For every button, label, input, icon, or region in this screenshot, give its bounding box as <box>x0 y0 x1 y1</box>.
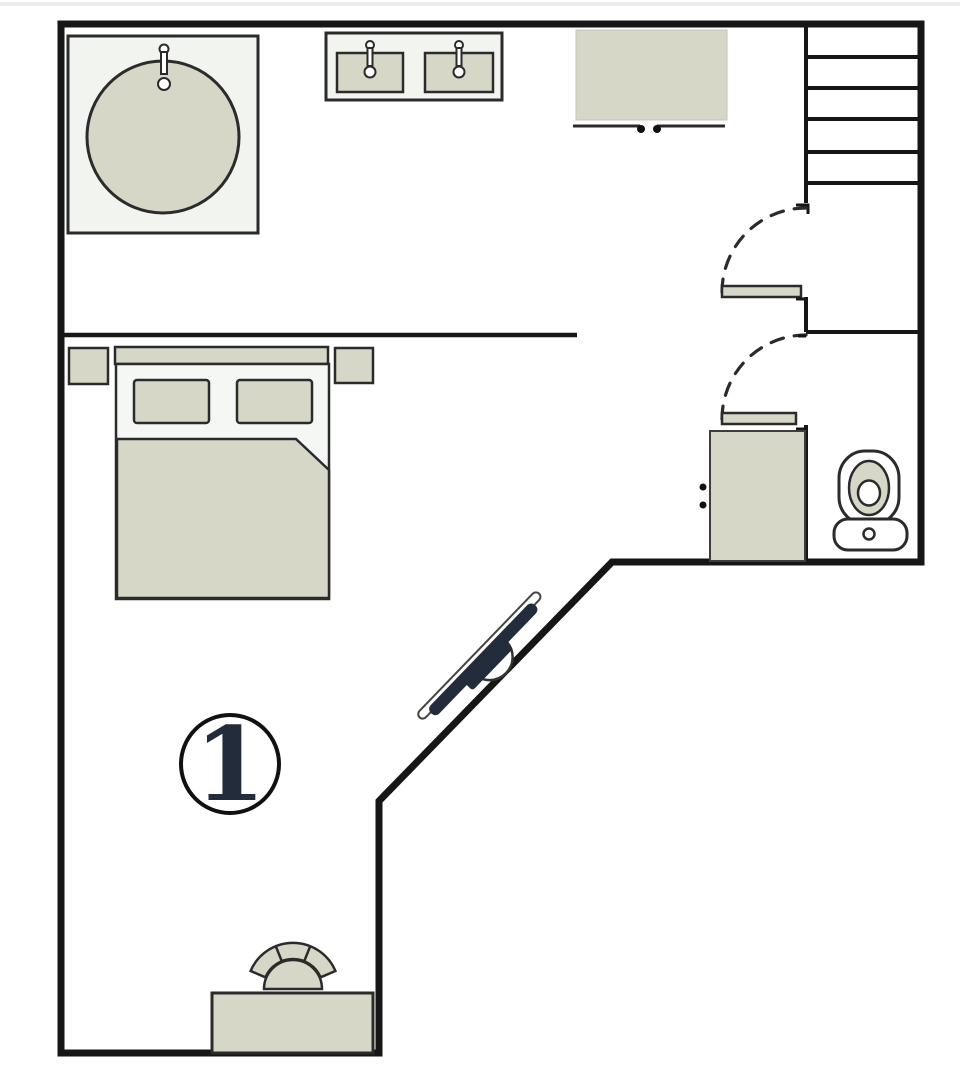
double-bed <box>113 345 331 601</box>
toilet-seat-inner <box>856 479 882 507</box>
faucet-stem <box>455 47 463 67</box>
wardrobe-body <box>575 29 728 121</box>
bathtub-faucet-stem <box>160 51 168 75</box>
chair-backrest-divider <box>303 945 312 962</box>
closet-knob <box>699 501 707 509</box>
bed-duvet <box>115 437 331 600</box>
closet-knob <box>699 483 707 491</box>
outer-wall <box>57 20 925 1057</box>
room-number-marker: 1 <box>179 705 281 825</box>
desk <box>210 991 375 1055</box>
bathroom-closet <box>699 430 806 562</box>
swing-door-lower <box>720 333 808 431</box>
bed-headboard <box>113 345 330 366</box>
chair-seat <box>262 958 324 991</box>
room-number-label: 1 <box>195 705 266 825</box>
sliding-door-wardrobe <box>573 29 728 133</box>
double-sink-vanity <box>324 31 504 102</box>
pillow-left <box>132 378 211 425</box>
marker-circle <box>179 713 281 815</box>
staircase <box>796 24 921 214</box>
closet-body <box>709 430 806 562</box>
bathtub-faucet-spout <box>157 77 171 91</box>
tv-bracket <box>461 638 512 690</box>
faucet-stem <box>366 47 374 67</box>
round-bathtub <box>66 34 260 235</box>
toilet <box>832 449 909 552</box>
page-edge-artifact <box>0 2 960 6</box>
chair-backrest-divider <box>274 945 283 962</box>
door-leaf <box>720 284 803 299</box>
door-jamb <box>796 203 810 214</box>
wardrobe-knob <box>653 125 661 133</box>
swing-door-upper <box>720 206 808 332</box>
faucet-spout <box>363 65 377 79</box>
desk-chair <box>248 941 338 991</box>
wardrobe-knob <box>637 125 645 133</box>
faucet-spout <box>452 65 466 79</box>
wall-mounted-tv <box>417 591 542 720</box>
door-swing-arc <box>720 333 808 421</box>
nightstand-right <box>333 346 375 385</box>
door-swing-arc <box>720 206 808 294</box>
toilet-flush-button <box>862 527 876 541</box>
pillow-right <box>235 378 314 425</box>
door-leaf <box>720 411 798 426</box>
nightstand-left <box>67 346 110 386</box>
